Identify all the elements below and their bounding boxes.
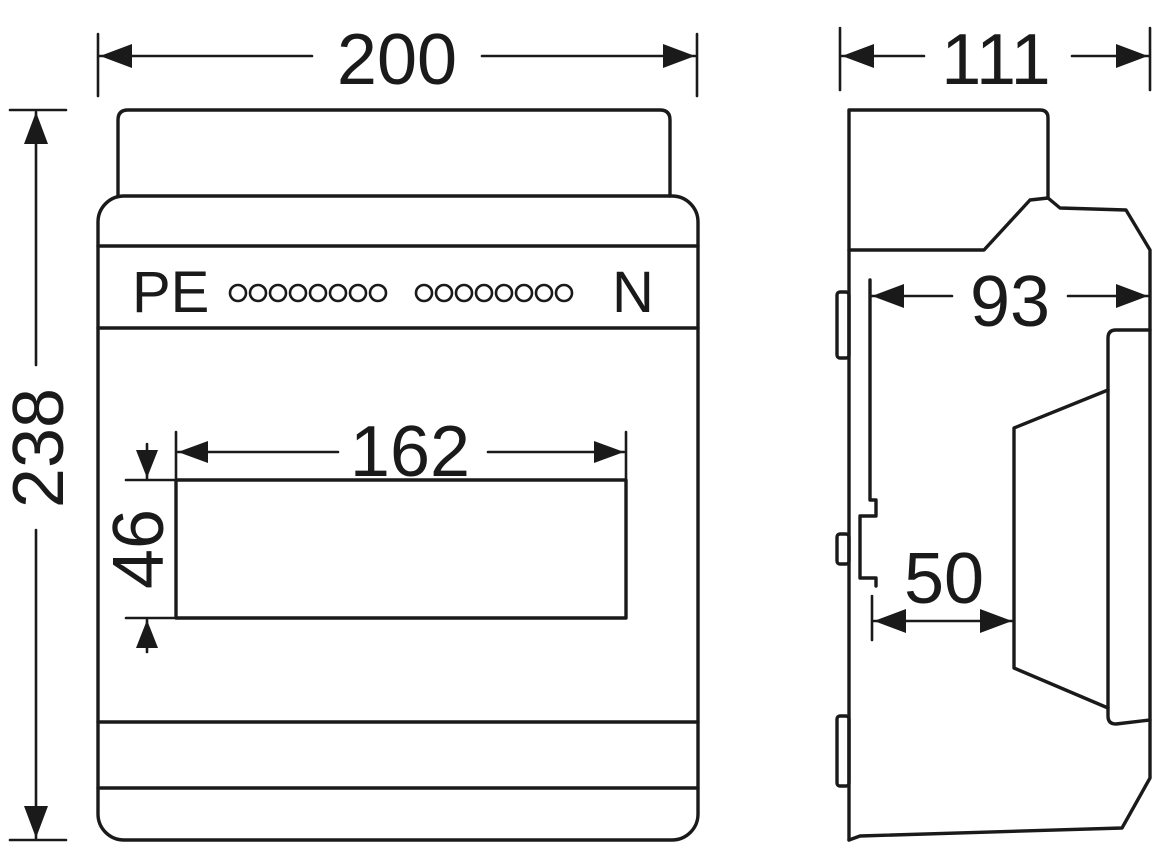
side-window-bulge [1012, 388, 1110, 710]
side-cover-lower [847, 718, 1152, 842]
arrowhead [842, 44, 874, 68]
arrowhead [663, 44, 695, 68]
terminal-screw [414, 283, 434, 303]
terminal-screw [494, 283, 514, 303]
terminal-screw [434, 283, 454, 303]
arrowhead [24, 112, 48, 144]
terminals-right [414, 283, 574, 303]
dimension-value: 162 [350, 412, 470, 492]
front-view: PE N [96, 108, 700, 842]
dimension-window-width: 162 [174, 412, 628, 492]
dimension-width: 200 [96, 20, 699, 100]
terminal-screw [248, 283, 268, 303]
terminal-screw [514, 283, 534, 303]
side-hinge-top [835, 290, 851, 360]
arrowhead [874, 609, 906, 633]
arrowhead [100, 44, 132, 68]
arrowhead [136, 450, 158, 478]
side-step [847, 196, 1050, 252]
arrowhead [1116, 284, 1148, 308]
device-window [174, 478, 628, 620]
pe-label: PE [132, 260, 209, 325]
arrowhead [1116, 44, 1148, 68]
terminal-screw [288, 283, 308, 303]
arrowhead [872, 284, 904, 308]
side-door-frame [1106, 328, 1152, 726]
side-hinge-mid [835, 532, 851, 566]
terminal-screw [534, 283, 554, 303]
terminal-screw [348, 283, 368, 303]
n-label: N [612, 260, 654, 325]
terminals-left [228, 283, 388, 303]
terminal-screw [368, 283, 388, 303]
dimension-value: 46 [99, 509, 179, 589]
arrowhead [178, 441, 208, 463]
dimension-window-height: 46 [99, 442, 179, 654]
dimension-depth: 111 [838, 20, 1152, 100]
dimension-value: 111 [941, 20, 1050, 100]
din-rail [858, 278, 878, 588]
terminal-screw [454, 283, 474, 303]
dimension-inner-depth: 93 [870, 262, 1150, 342]
terminal-screw [554, 283, 574, 303]
terminal-screw [474, 283, 494, 303]
front-lid [116, 108, 672, 198]
arrowhead [24, 806, 48, 838]
dimension-value: 238 [0, 388, 79, 508]
dimension-value: 50 [904, 539, 984, 619]
terminal-screw [308, 283, 328, 303]
dimension-rail-depth: 50 [870, 539, 1014, 642]
arrowhead [980, 609, 1012, 633]
terminal-screw [228, 283, 248, 303]
side-outline [847, 108, 1152, 842]
dimension-value: 200 [337, 20, 457, 100]
arrowhead [136, 620, 158, 648]
front-body [96, 194, 700, 842]
terminal-screw [268, 283, 288, 303]
arrowhead [594, 441, 624, 463]
dimension-height: 238 [0, 108, 79, 842]
dimension-value: 93 [970, 262, 1050, 342]
terminal-screw [328, 283, 348, 303]
side-hinge-bottom [835, 714, 851, 788]
side-view [835, 108, 1152, 842]
